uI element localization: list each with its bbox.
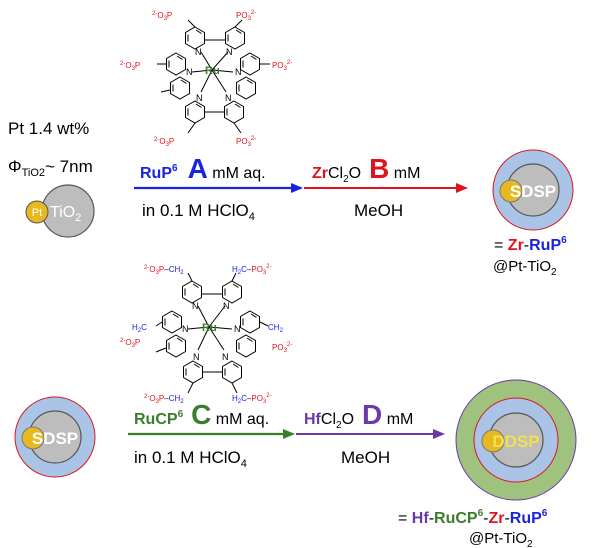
rup6-structure: N N N N N N Ru 2-O3P PO32- 2-O3P PO32- 2…: [120, 10, 292, 148]
sdsp-label: SDSP: [510, 182, 556, 201]
sdsp-formula: = Zr-RuP6: [494, 235, 567, 254]
phosphonate-group: 2-O3P: [154, 137, 174, 148]
phosphonate-group: 2-O3P: [120, 338, 140, 349]
ddsp-support: @Pt-TiO2: [469, 530, 533, 548]
ruthenium-center: Ru: [202, 322, 217, 334]
methylene-group: H2C: [132, 323, 147, 334]
pt-nanoparticle: [499, 179, 523, 203]
methylphosphonate-group: H2C–PO32-: [232, 393, 272, 405]
methylphosphonate-group: 2-O3P–CH2: [144, 394, 184, 405]
svg-text:N: N: [193, 352, 200, 362]
methylphosphonate-group: H2C–PO32-: [232, 264, 272, 276]
phosphonate-group: PO32-: [236, 136, 256, 148]
phosphonate-group: PO32-: [236, 10, 256, 22]
svg-text:N: N: [223, 301, 230, 311]
step1-medium: in 0.1 M HClO4: [142, 201, 255, 223]
tio2-label: TiO2: [50, 204, 81, 224]
methylphosphonate-group: 2-O3P–CH2: [144, 265, 184, 276]
step4-solvent: MeOH: [341, 448, 390, 467]
sdsp-particle-top: SDSP: [492, 149, 574, 231]
pt-loading-text: Pt 1.4 wt%: [8, 119, 89, 138]
svg-text:N: N: [192, 301, 199, 311]
phosphonate-group: 2-O3P: [120, 61, 140, 72]
particle-size-text: ΦTiO2~ 7nm: [8, 157, 93, 179]
pt-nanoparticle: [25, 200, 49, 224]
pt-nanoparticle: [481, 429, 505, 453]
phosphonate-group: 2-O3P: [152, 11, 172, 22]
pt-tio2-particle: Pt TiO2: [25, 184, 95, 238]
sdsp-label: SDSP: [32, 429, 78, 448]
ddsp-formula: = Hf-RuCP6-Zr-RuP6: [398, 508, 548, 527]
rucp6-structure: N N N N N N Ru 2-O3P–CH2 H2C–PO32- H2C 2…: [120, 264, 292, 405]
svg-text:N: N: [182, 324, 189, 334]
phosphonate-group: PO32-: [272, 60, 292, 72]
svg-text:N: N: [226, 47, 233, 57]
pt-label: Pt: [32, 207, 42, 219]
ddsp-label: DDSP: [492, 432, 539, 451]
svg-text:N: N: [235, 67, 242, 77]
ddsp-particle: DDSP: [455, 379, 577, 501]
methylene-group: CH2: [268, 323, 284, 334]
sdsp-particle-bottom: SDSP: [14, 396, 96, 478]
sdsp-support: @Pt-TiO2: [493, 258, 557, 278]
pt-nanoparticle: [21, 426, 45, 450]
svg-text:N: N: [195, 47, 202, 57]
ruthenium-center: Ru: [205, 65, 220, 77]
svg-text:N: N: [196, 93, 203, 103]
phosphonate-group: PO32-: [272, 342, 292, 354]
svg-text:N: N: [225, 93, 232, 103]
step2-solvent: MeOH: [354, 201, 403, 220]
svg-text:N: N: [186, 67, 193, 77]
svg-text:N: N: [234, 324, 241, 334]
step3-medium: in 0.1 M HClO4: [134, 448, 247, 470]
svg-text:N: N: [222, 352, 229, 362]
